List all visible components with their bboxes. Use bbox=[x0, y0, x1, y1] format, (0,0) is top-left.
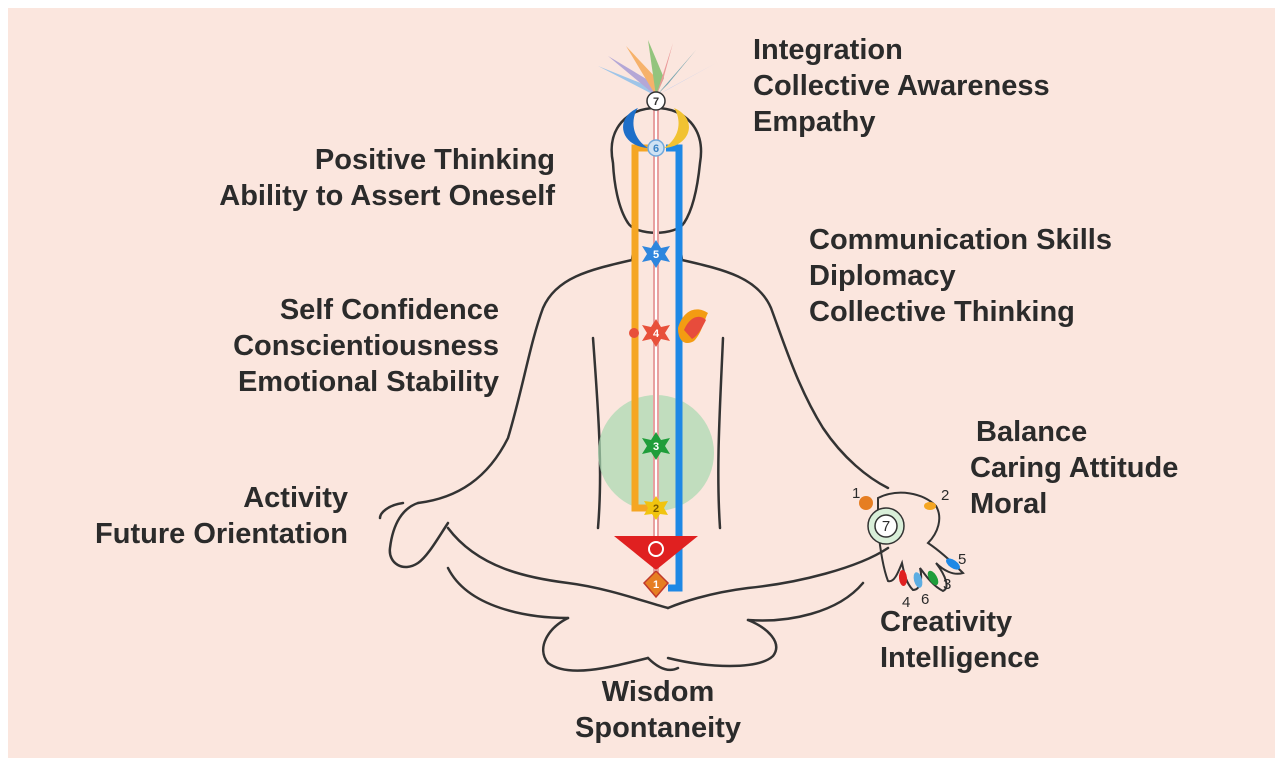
quality-future-orientation: Future Orientation bbox=[95, 516, 348, 552]
svg-text:6: 6 bbox=[653, 143, 659, 155]
left-channel-qualities: Positive Thinking Ability to Assert Ones… bbox=[219, 142, 555, 214]
finger-number-3: 3 bbox=[943, 576, 951, 593]
quality-wisdom: Wisdom bbox=[568, 674, 748, 710]
chakra-1: 1 bbox=[644, 571, 668, 597]
quality-communication-skills: Communication Skills bbox=[809, 222, 1112, 258]
finger-number-2: 2 bbox=[941, 487, 949, 504]
quality-balance: Balance bbox=[970, 414, 1178, 450]
chakra-4: 4 bbox=[629, 309, 708, 347]
meditating-figure-illustration: 7 6 5 4 3 2 1 bbox=[8, 8, 1275, 758]
crown-qualities: Integration Collective Awareness Empathy bbox=[753, 32, 1050, 140]
quality-assert-oneself: Ability to Assert Oneself bbox=[219, 178, 555, 214]
sacral-qualities: Activity Future Orientation bbox=[95, 480, 348, 552]
hand-qualities: Balance Caring Attitude Moral bbox=[970, 414, 1178, 522]
heart-qualities: Self Confidence Conscientiousness Emotio… bbox=[233, 292, 499, 400]
crown-quality-empathy: Empathy bbox=[753, 104, 1050, 140]
finger-number-1: 1 bbox=[852, 485, 860, 502]
svg-text:3: 3 bbox=[653, 441, 659, 453]
finger-number-5: 5 bbox=[958, 551, 966, 568]
svg-text:5: 5 bbox=[653, 249, 659, 261]
quality-conscientiousness: Conscientiousness bbox=[233, 328, 499, 364]
quality-moral: Moral bbox=[970, 486, 1178, 522]
crown-quality-integration: Integration bbox=[753, 32, 1050, 68]
quality-collective-thinking: Collective Thinking bbox=[809, 294, 1112, 330]
svg-text:7: 7 bbox=[882, 518, 890, 535]
quality-spontaneity: Spontaneity bbox=[568, 710, 748, 746]
quality-self-confidence: Self Confidence bbox=[233, 292, 499, 328]
right-hand: 7 1 2 3 4 5 6 bbox=[852, 485, 966, 611]
right-channel-blue bbox=[666, 148, 679, 588]
svg-text:4: 4 bbox=[653, 328, 660, 340]
crown-quality-collective-awareness: Collective Awareness bbox=[753, 68, 1050, 104]
quality-emotional-stability: Emotional Stability bbox=[233, 364, 499, 400]
quality-diplomacy: Diplomacy bbox=[809, 258, 1112, 294]
quality-caring-attitude: Caring Attitude bbox=[970, 450, 1178, 486]
mooladhara-triangle bbox=[614, 536, 698, 570]
chakra-6: 6 bbox=[648, 140, 664, 156]
chakra-7: 7 bbox=[647, 92, 665, 110]
quality-intelligence: Intelligence bbox=[880, 640, 1040, 676]
svg-text:1: 1 bbox=[653, 579, 659, 591]
svg-text:2: 2 bbox=[653, 503, 659, 515]
throat-qualities: Communication Skills Diplomacy Collectiv… bbox=[809, 222, 1112, 330]
quality-creativity: Creativity bbox=[880, 604, 1040, 640]
chakra-5: 5 bbox=[642, 240, 670, 268]
quality-activity: Activity bbox=[95, 480, 348, 516]
finger-qualities: Creativity Intelligence bbox=[880, 604, 1040, 676]
svg-text:7: 7 bbox=[653, 96, 659, 108]
root-qualities: Wisdom Spontaneity bbox=[568, 674, 748, 746]
diagram-canvas: 7 6 5 4 3 2 1 bbox=[8, 8, 1275, 758]
quality-positive-thinking: Positive Thinking bbox=[219, 142, 555, 178]
